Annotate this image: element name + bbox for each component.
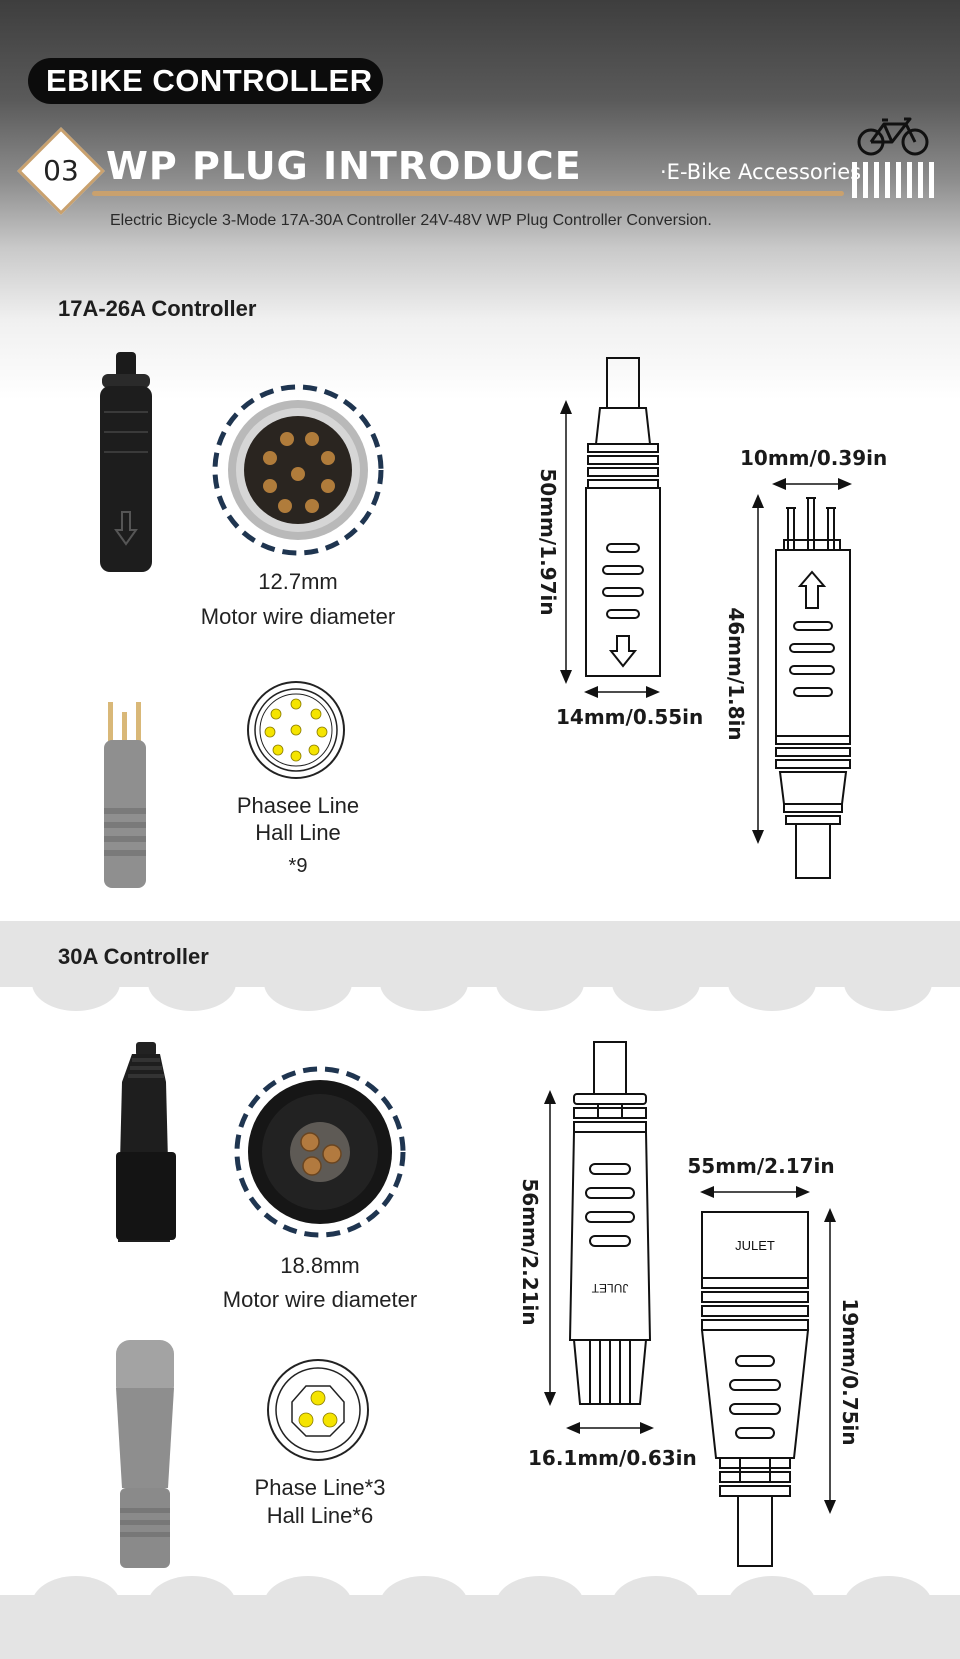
- controller-b-female-drawing: JULET: [568, 1041, 652, 1405]
- controller-a-length-2: 46mm/1.8in: [724, 607, 748, 741]
- controller-a-male-drawing: [775, 497, 851, 879]
- controller-b-male-drawing: JULET: [700, 1211, 810, 1567]
- controller-a-pins-line1: Phasee Line: [236, 793, 360, 818]
- controller-b-diameter: 18.8mm: [280, 1253, 360, 1278]
- controller-b-brand-mark: JULET: [735, 1238, 775, 1253]
- controller-b-socket-image: [234, 1066, 406, 1238]
- controller-a-pin-diagram: [247, 681, 345, 779]
- controller-b-brand-mark-rotated: JULET: [591, 1281, 628, 1295]
- controller-a-width-2: 10mm/0.39in: [740, 446, 888, 470]
- controller-b-pins-line1: Phase Line*3: [254, 1475, 386, 1500]
- controller-a-top-width-arrow: [772, 478, 852, 490]
- controller-a-female-drawing: [585, 357, 661, 677]
- controller-b-connector-image: [116, 1042, 176, 1242]
- controller-a-width-1: 14mm/0.55in: [556, 705, 704, 729]
- controller-b-length-2: 19mm/0.75in: [838, 1298, 862, 1446]
- bicycle-icon: [857, 117, 929, 156]
- decorative-stripes: [852, 162, 934, 198]
- controller-a-pin-plug-image: [104, 702, 146, 888]
- section-number: 03: [43, 154, 79, 187]
- controller-a-connector-image: [100, 352, 152, 572]
- controller-b-plug-image: [116, 1340, 174, 1568]
- controller-a-pins-line2: Hall Line: [255, 820, 341, 845]
- controller-a-title: 17A-26A Controller: [58, 296, 257, 321]
- controller-a-diameter-label: Motor wire diameter: [200, 604, 396, 629]
- controller-b-length-arrow: [544, 1090, 556, 1406]
- controller-b-pin-diagram: [267, 1359, 369, 1461]
- controller-a-length-1: 50mm/1.97in: [536, 468, 560, 616]
- accessories-label: ·E-Bike Accessories: [660, 160, 862, 184]
- controller-b-title: 30A Controller: [58, 944, 209, 969]
- controller-a-socket-image: [212, 384, 384, 556]
- controller-a-pins-count: *9: [288, 855, 308, 877]
- brand-pill: EBIKE CONTROLLER: [28, 58, 383, 104]
- section-title: WP PLUG INTRODUCE: [106, 144, 582, 188]
- bottom-band: [0, 1595, 960, 1659]
- title-underline: [92, 191, 844, 196]
- controller-a-diameter: 12.7mm: [258, 569, 338, 594]
- controller-a-length-2-arrow: [752, 494, 764, 844]
- controller-a-width-arrow: [584, 686, 660, 698]
- controller-b-top-width-arrow: [700, 1186, 810, 1198]
- controller-b-width-arrow: [566, 1422, 654, 1434]
- controller-b-length-1: 56mm/2.21in: [518, 1178, 542, 1326]
- controller-b-width-2: 55mm/2.17in: [687, 1154, 835, 1178]
- controller-b-length-2-arrow: [824, 1208, 836, 1514]
- controller-a-length-arrow: [560, 400, 572, 684]
- controller-b-pins-line2: Hall Line*6: [266, 1503, 374, 1528]
- page-subtitle: Electric Bicycle 3-Mode 17A-30A Controll…: [110, 212, 712, 229]
- controller-b-diameter-label: Motor wire diameter: [222, 1287, 418, 1312]
- scallop-divider: [32, 975, 932, 1011]
- controller-b-width-1: 16.1mm/0.63in: [528, 1446, 697, 1470]
